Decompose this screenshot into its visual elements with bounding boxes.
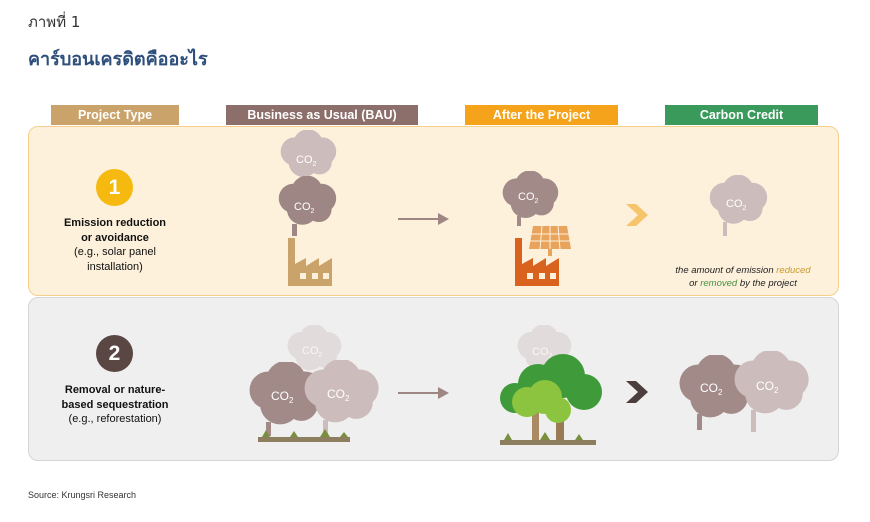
svg-text:CO2: CO2 [296, 154, 317, 168]
note-reduced: reduced [776, 265, 811, 276]
row-2-description: Removal or nature- based sequestration (… [30, 383, 200, 427]
co2-cloud-icon: CO2 [304, 360, 379, 436]
note-text-2: or [689, 277, 701, 289]
svg-text:CO2: CO2 [327, 387, 350, 403]
svg-text:CO2: CO2 [700, 381, 723, 397]
note-text-1: the amount of emission [675, 265, 777, 276]
chevron-right-icon [626, 381, 648, 403]
row-2-title-line1: Removal or nature- [64, 384, 166, 396]
row-1-number-badge: 1 [96, 169, 133, 206]
svg-text:CO2: CO2 [271, 389, 294, 405]
svg-text:CO2: CO2 [756, 379, 779, 395]
svg-text:CO2: CO2 [294, 201, 315, 215]
co2-cloud-icon: CO2 [502, 171, 559, 226]
row-emission-reduction-panel [28, 126, 839, 296]
arrow-right-icon [398, 213, 449, 225]
source-note: Source: Krungsri Research [28, 490, 137, 500]
ground-icon [258, 429, 350, 442]
chevron-right-icon [626, 204, 648, 226]
co2-cloud-icon: CO2 [280, 130, 337, 178]
row-1-example-line2: installation) [87, 260, 143, 273]
co2-cloud-icon: CO2 [709, 175, 768, 236]
page-title: คาร์บอนเครดิตคืออะไร [28, 49, 208, 70]
co2-cloud-icon: CO2 [734, 351, 809, 432]
carbon-credit-note: the amount of emission reduced or remove… [662, 265, 824, 290]
svg-text:CO2: CO2 [532, 346, 553, 360]
row-2-example-line1: (e.g., reforestation) [68, 413, 162, 425]
solar-panel-icon [529, 225, 571, 256]
note-text-3: by the project [737, 277, 797, 289]
header-carbon-credit: Carbon Credit [665, 105, 818, 125]
svg-text:CO2: CO2 [518, 191, 539, 205]
note-removed: removed [700, 277, 738, 289]
factory-icon [288, 238, 332, 286]
row-1-title-line2: or avoidance [81, 231, 149, 244]
row-1-description: Emission reduction or avoidance (e.g., s… [30, 216, 200, 274]
co2-cloud-icon: CO2 [679, 355, 754, 430]
header-project-type: Project Type [51, 105, 179, 125]
co2-cloud-icon: CO2 [249, 362, 324, 436]
header-after-project: After the Project [465, 105, 618, 125]
co2-cloud-icon: CO2 [517, 325, 572, 371]
co2-cloud-icon: CO2 [287, 325, 342, 371]
row-2-number-badge: 2 [96, 335, 133, 372]
row-1-title-line1: Emission reduction [63, 217, 167, 229]
tree-icon [500, 354, 602, 445]
header-bau: Business as Usual (BAU) [226, 105, 418, 125]
svg-text:CO2: CO2 [302, 345, 323, 359]
figure-label: ภาพที่ 1 [28, 13, 81, 31]
co2-cloud-icon: CO2 [278, 176, 337, 236]
row-1-example-line1: (e.g., solar panel [74, 246, 156, 258]
row-2-title-line2: based sequestration [61, 398, 169, 411]
factory-icon [515, 238, 559, 286]
svg-text:CO2: CO2 [726, 198, 747, 212]
arrow-right-icon [398, 387, 449, 399]
